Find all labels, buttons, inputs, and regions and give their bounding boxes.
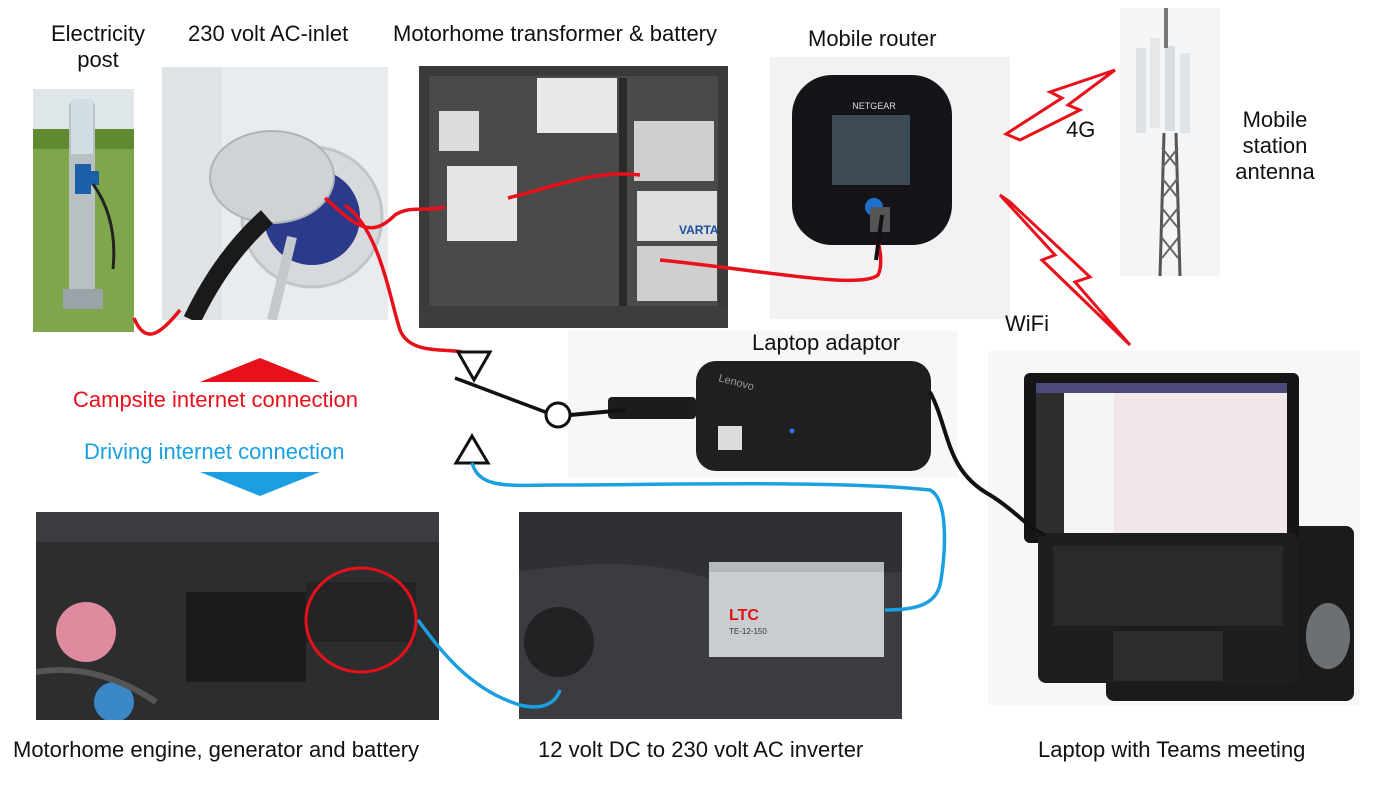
mobile-router-photo: NETGEAR xyxy=(770,57,1010,319)
wire-switch-to-adaptor xyxy=(569,408,626,417)
netgear-brand: NETGEAR xyxy=(852,101,896,111)
lightning-wifi-icon xyxy=(998,193,1132,347)
wire-inlet-to-switch xyxy=(343,203,463,354)
engine-photo xyxy=(36,512,439,720)
wire-transformer-to-battery xyxy=(507,172,641,200)
ltc-brand: LTC xyxy=(729,607,759,624)
wire-engine-to-inverter xyxy=(416,618,562,709)
transformer-label: Motorhome transformer & battery xyxy=(393,21,718,46)
ac-inlet-photo xyxy=(162,67,388,320)
inverter-photo: LTC TE-12-150 xyxy=(519,512,902,719)
switch-triangle-bottom xyxy=(453,433,491,465)
driving-connection-label: Driving internet connection xyxy=(84,439,345,464)
laptop-label: Laptop with Teams meeting xyxy=(1038,737,1306,762)
driving-arrow-down xyxy=(200,472,320,496)
varta-brand: VARTA xyxy=(679,223,719,237)
antenna-label: Mobile station antenna xyxy=(1225,107,1325,185)
wire-inlet-to-transformer xyxy=(323,196,446,230)
wire-post-to-inlet xyxy=(132,308,182,336)
electricity-post-photo xyxy=(33,89,134,332)
lightning-4g-icon xyxy=(1002,68,1116,142)
engine-label: Motorhome engine, generator and battery xyxy=(13,737,420,762)
wire-battery-to-router xyxy=(659,239,883,283)
antenna-label-line3: antenna xyxy=(1235,159,1315,184)
campsite-arrow-up xyxy=(200,358,320,382)
inverter-label: 12 volt DC to 230 volt AC inverter xyxy=(538,737,864,762)
transformer-battery-photo: VARTA xyxy=(419,66,728,328)
ac-inlet-label: 230 volt AC-inlet xyxy=(188,21,349,46)
laptop-adaptor-photo: Lenovo xyxy=(568,331,958,478)
antenna-photo xyxy=(1120,8,1220,276)
campsite-connection-label: Campsite internet connection xyxy=(73,387,358,412)
wire-adaptor-to-laptop xyxy=(928,391,1046,537)
signal-wifi-label: WiFi xyxy=(1005,311,1049,336)
laptop-adaptor-label: Laptop adaptor xyxy=(752,330,901,355)
electricity-post-label: Electricity post xyxy=(38,21,158,73)
antenna-label-line1: Mobile xyxy=(1242,107,1308,132)
signal-4g-label: 4G xyxy=(1066,117,1096,142)
router-label: Mobile router xyxy=(808,26,937,51)
switch-lever xyxy=(454,376,549,415)
electricity-post-label-line1: Electricity xyxy=(50,21,146,46)
wire-switch-to-inverter xyxy=(470,462,947,612)
inverter-model: TE-12-150 xyxy=(729,627,767,636)
antenna-label-line2: station xyxy=(1242,133,1308,158)
switch-pivot xyxy=(544,401,572,429)
wire-router-dc xyxy=(874,214,884,261)
laptop-photo xyxy=(988,351,1360,705)
switch-triangle-top xyxy=(455,350,493,384)
electricity-post-label-line2: post xyxy=(77,47,119,72)
